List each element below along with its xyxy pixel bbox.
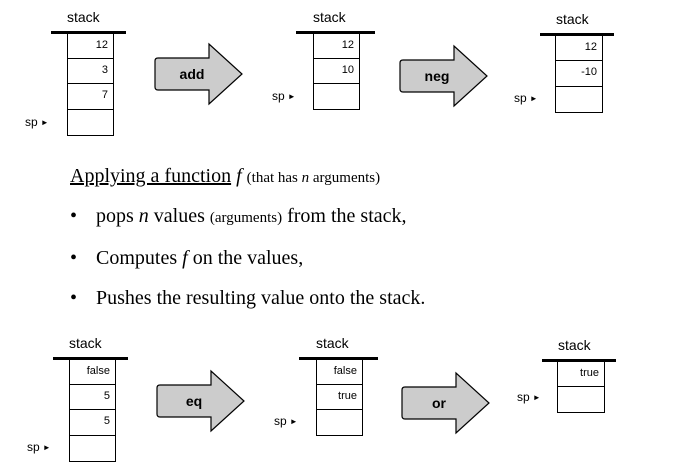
stack-cell: 12 <box>555 35 603 61</box>
stack-top-bar <box>51 31 126 34</box>
arrow-shape <box>399 44 488 108</box>
heading-paren-text: (that has <box>246 170 302 186</box>
operation-label: add <box>180 66 205 82</box>
stack-top-bar <box>540 33 614 36</box>
heading-underlined: Applying a function <box>70 165 232 187</box>
stack-pointer-label: sp <box>514 91 527 105</box>
stack-title: stack <box>558 337 591 353</box>
stack-pointer-label: sp <box>25 115 38 129</box>
stack-cell: -10 <box>555 60 603 87</box>
stack-top-bar <box>542 359 616 362</box>
stack-title: stack <box>313 9 346 25</box>
stack-title: stack <box>316 335 349 351</box>
stack-cell-empty <box>313 83 360 110</box>
stack-cell: 5 <box>69 409 116 436</box>
stack-cell-empty <box>316 409 363 436</box>
heading-parenthetical: (that has n arguments) <box>247 170 380 186</box>
stack-pointer-label: sp <box>517 390 530 404</box>
stack-cell: true <box>316 384 363 410</box>
bullet-text: Pushes the resulting value onto the stac… <box>96 287 426 309</box>
or-operation-arrow: or <box>401 371 490 435</box>
stack-cell-empty <box>69 435 116 462</box>
bullet-parenthetical: (arguments) <box>209 210 283 226</box>
eq-operation-arrow: eq <box>156 369 245 433</box>
bullet-text: pops <box>96 205 139 227</box>
sp-arrow-icon: ► <box>289 417 298 426</box>
sp-arrow-icon: ► <box>42 443 51 452</box>
stack-cell-empty <box>555 86 603 113</box>
arrow-shape <box>154 42 243 106</box>
heading-paren-text: arguments) <box>309 170 381 186</box>
bullet-dot-icon: • <box>70 247 78 269</box>
heading-n-symbol: n <box>301 170 310 186</box>
stack-cell: false <box>316 359 363 385</box>
stack-pointer-label: sp <box>27 440 40 454</box>
stack-top-bar <box>53 357 128 360</box>
stack-cell: 7 <box>67 83 114 110</box>
arrow-shape <box>156 369 245 433</box>
bullet-dot-icon: • <box>70 287 78 309</box>
neg-operation-arrow: neg <box>399 44 488 108</box>
sp-arrow-icon: ► <box>287 92 296 101</box>
bullet-pops: • pops n values (arguments) from the stac… <box>70 196 630 238</box>
stack-cell: 5 <box>69 384 116 410</box>
operation-label: or <box>432 395 447 411</box>
stack-pointer-label: sp <box>272 89 285 103</box>
bullet-dot-icon: • <box>70 205 78 227</box>
bullet-f-symbol: f <box>182 247 188 269</box>
stack-top-bar <box>296 31 375 34</box>
heading-function-symbol: f <box>236 165 242 187</box>
add-operation-arrow: add <box>154 42 243 106</box>
stack-title: stack <box>67 9 100 25</box>
bullet-pushes: • Pushes the resulting value onto the sta… <box>70 278 630 318</box>
stack-cell-empty <box>67 109 114 136</box>
stack-top-bar <box>299 357 378 360</box>
stack-pointer: sp► <box>272 89 296 103</box>
stack-cell: false <box>69 359 116 385</box>
stack-pointer: sp► <box>514 91 538 105</box>
stack-cell: true <box>557 361 605 387</box>
function-application-explanation: Applying a function f (that has n argume… <box>70 158 630 318</box>
arrow-shape <box>401 371 490 435</box>
sp-arrow-icon: ► <box>529 94 538 103</box>
operation-label: eq <box>186 393 202 409</box>
stack-cell: 10 <box>313 58 360 84</box>
stack-pointer: sp► <box>274 414 298 428</box>
bullet-text: on the values, <box>187 247 304 269</box>
bullet-n-symbol: n <box>138 205 149 227</box>
bullet-text: Computes <box>96 247 183 269</box>
stack-title: stack <box>556 11 589 27</box>
stack-cell: 12 <box>67 33 114 59</box>
stack-pointer-label: sp <box>274 414 287 428</box>
stack-title: stack <box>69 335 102 351</box>
stack-cell-empty <box>557 386 605 413</box>
sp-arrow-icon: ► <box>40 118 49 127</box>
stack-pointer: sp► <box>27 440 51 454</box>
stack-pointer: sp► <box>517 390 541 404</box>
bullet-computes: • Computes f on the values, <box>70 238 630 278</box>
sp-arrow-icon: ► <box>532 393 541 402</box>
operation-label: neg <box>425 68 450 84</box>
bullet-text: from the stack, <box>282 205 407 227</box>
stack-pointer: sp► <box>25 115 49 129</box>
stack-cell: 12 <box>313 33 360 59</box>
explanation-heading: Applying a function f (that has n argume… <box>70 158 630 196</box>
bullet-text: values <box>148 205 210 227</box>
stack-cell: 3 <box>67 58 114 84</box>
